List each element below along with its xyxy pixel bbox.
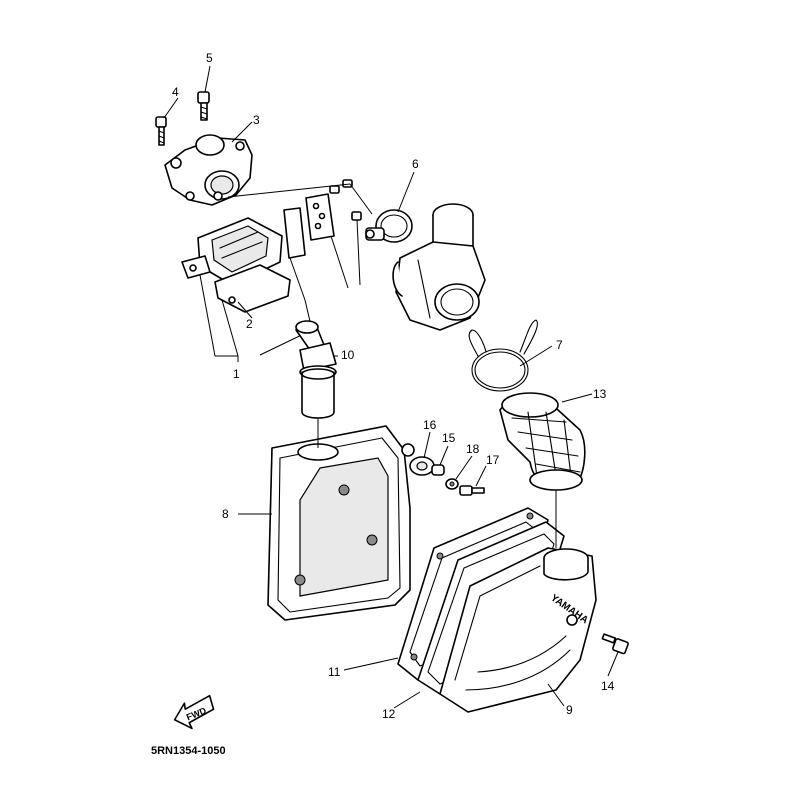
callout-14: 14 <box>601 679 615 693</box>
callout-18: 18 <box>466 442 480 456</box>
part-3-manifold <box>164 134 253 206</box>
callout-12: 12 <box>382 707 396 721</box>
drawing-code: 5RN1354-1050 <box>151 745 226 757</box>
callout-2: 2 <box>246 317 253 331</box>
callout-6: 6 <box>412 157 419 171</box>
callout-leaders <box>163 65 619 709</box>
part-6-clamp <box>365 209 413 243</box>
callout-5: 5 <box>206 51 213 65</box>
callout-3: 3 <box>253 113 260 127</box>
part-17-screw <box>459 485 485 496</box>
callout-17: 17 <box>486 453 500 467</box>
part-9-filter-cover: YAMAHA <box>439 547 597 713</box>
callout-15: 15 <box>442 431 456 445</box>
callout-11: 11 <box>328 665 341 679</box>
fwd-arrow-icon: FWD <box>173 694 215 730</box>
callout-9: 9 <box>566 703 573 717</box>
callout-numbers: 1 2 3 4 5 6 7 8 9 10 11 12 13 14 15 16 1… <box>172 51 615 721</box>
callout-1: 1 <box>233 367 240 381</box>
part-15-collar <box>431 464 445 476</box>
part-18-washer <box>445 478 459 490</box>
part-8-filter-case <box>267 425 415 621</box>
callout-4: 4 <box>172 85 179 99</box>
callout-8: 8 <box>222 507 229 521</box>
part-16-grommet <box>409 456 435 476</box>
carburetor-body <box>392 203 486 331</box>
part-13-intake-boot <box>499 392 586 491</box>
part-5-bolt <box>197 91 210 121</box>
callout-7: 7 <box>556 338 563 352</box>
part-2-reed-valve <box>181 179 362 313</box>
callout-13: 13 <box>593 387 607 401</box>
callout-10: 10 <box>341 348 355 362</box>
part-4-bolt <box>155 116 167 146</box>
part-14-screw <box>601 633 629 655</box>
part-7-wire-clip <box>468 319 538 392</box>
callout-16: 16 <box>423 418 437 432</box>
part-10-intake-elbow <box>295 320 337 419</box>
